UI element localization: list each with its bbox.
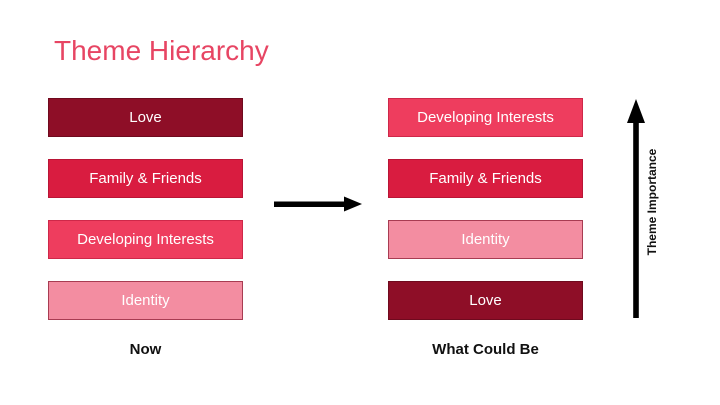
bar-future-love: Love (388, 281, 583, 320)
now-column: Love Family & Friends Developing Interes… (48, 98, 243, 320)
bar-future-developing-interests: Developing Interests (388, 98, 583, 137)
now-caption: Now (129, 341, 162, 358)
slide-title: Theme Hierarchy (54, 35, 269, 66)
what-could-be-caption: What Could Be (432, 341, 539, 358)
theme-importance-up-arrow-icon (627, 99, 645, 318)
bar-now-love: Love (48, 98, 243, 137)
bar-now-developing-interests: Developing Interests (48, 220, 243, 259)
bar-now-family-friends: Family & Friends (48, 159, 243, 198)
theme-importance-axis-label: Theme Importance (645, 148, 659, 256)
what-could-be-column: Developing Interests Family & Friends Id… (388, 98, 583, 320)
bar-future-identity: Identity (388, 220, 583, 259)
bar-now-identity: Identity (48, 281, 243, 320)
bar-future-family-friends: Family & Friends (388, 159, 583, 198)
transition-right-arrow-icon (274, 196, 362, 212)
